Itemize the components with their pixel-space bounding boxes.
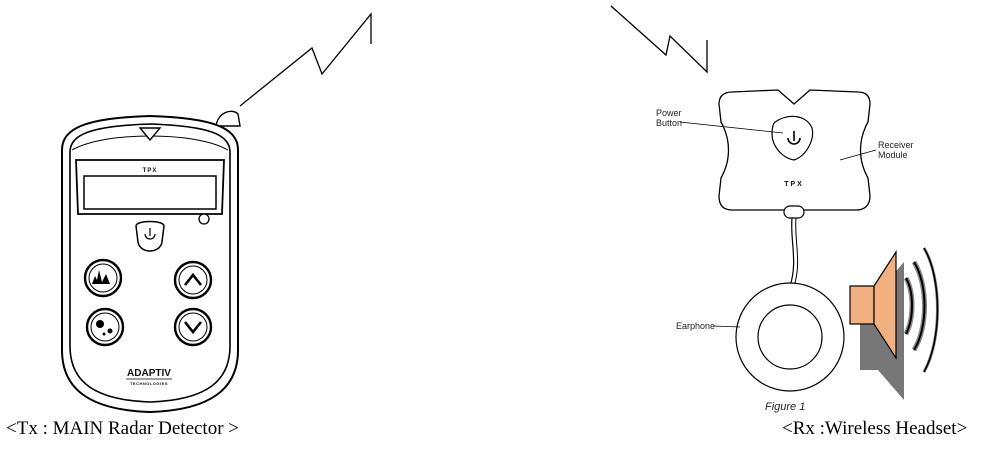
receiver-module-leader: [839, 149, 877, 161]
rx-caption: <Rx :Wireless Headset>: [782, 418, 968, 439]
tx-signal-zigzag: [239, 12, 372, 107]
up-button[interactable]: [173, 260, 213, 300]
chevron-up-icon: [183, 272, 203, 286]
down-button[interactable]: [173, 307, 213, 347]
power-icon: [787, 131, 801, 145]
tx-power-button[interactable]: [135, 220, 165, 252]
receiver-module-label-line2: Module: [878, 150, 908, 160]
indicator-led: [198, 213, 210, 225]
earphone-leader: [712, 325, 741, 328]
tx-screen-text: TPX: [143, 168, 158, 174]
figure-label: Figure 1: [765, 401, 805, 413]
power-button-leader: [679, 121, 784, 134]
rx-module-text: TPX: [784, 181, 804, 188]
power-button-label-line1: Power: [656, 108, 682, 118]
rx-signal-zigzag: [610, 5, 708, 74]
power-icon: [144, 228, 156, 240]
earphone-label: Earphone: [676, 321, 715, 331]
display-screen: [83, 175, 217, 210]
speaker-icon: [849, 249, 904, 400]
receiver-module-label-line1: Receiver: [878, 140, 914, 150]
rx-power-button[interactable]: [771, 115, 814, 161]
earphone: [735, 282, 845, 392]
power-button-label-line2: Button: [656, 118, 682, 128]
dim-mute-button[interactable]: [85, 307, 125, 347]
chevron-down-icon: [183, 321, 203, 335]
tx-brand: ADAPTIV: [127, 368, 171, 379]
city-highway-icon: [92, 270, 110, 284]
tx-brand-sub: TECHNOLOGIES: [130, 381, 168, 386]
mode-button[interactable]: [83, 258, 123, 298]
tx-caption: <Tx : MAIN Radar Detector >: [6, 418, 240, 439]
sound-waves-icon: [903, 247, 939, 373]
triangle-marker-icon: [138, 127, 162, 142]
dim-icon: [96, 320, 113, 336]
radar-detector-device: TPX: [61, 110, 241, 414]
receiver-module: TPX: [718, 89, 871, 287]
